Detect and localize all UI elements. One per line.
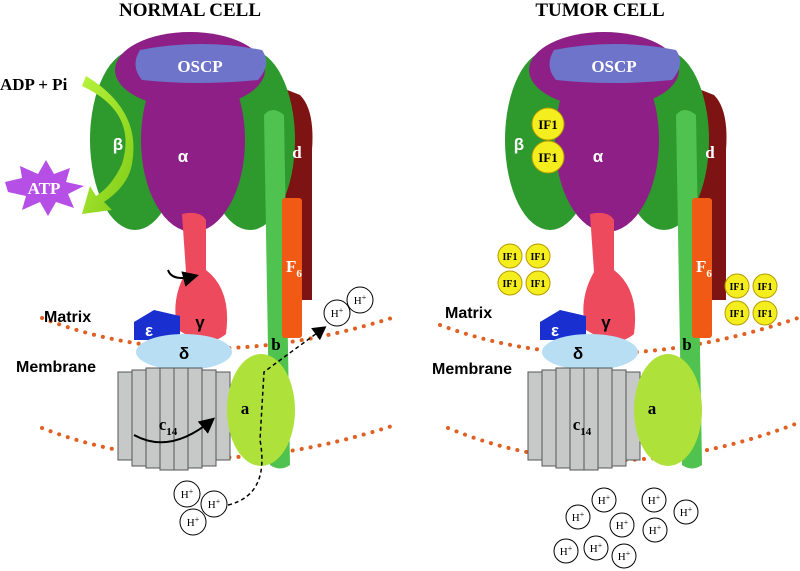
h-ion: H+: [609, 512, 635, 538]
tumor-cell-title: TUMOR CELL: [535, 0, 664, 21]
h-ion: H+: [611, 543, 637, 569]
gamma-subunit: [175, 212, 228, 342]
epsilon-subunit: [134, 310, 180, 340]
delta-subunit: [136, 334, 232, 370]
svg-text:IF1: IF1: [538, 117, 558, 132]
delta-label: δ: [179, 344, 189, 363]
h-ion: H+: [565, 504, 591, 530]
atp-label: ATP: [28, 179, 61, 198]
oscp-subunit: [135, 44, 267, 83]
svg-text:H+: H+: [181, 487, 194, 501]
svg-text:H+: H+: [572, 510, 585, 524]
epsilon-label: ε: [145, 321, 153, 340]
normal-cell-title: NORMAL CELL: [119, 0, 261, 21]
alpha-subunit: [141, 48, 245, 232]
h-ion: H+: [179, 508, 207, 536]
epsilon-subunit: [540, 310, 586, 340]
c14-label: c14: [159, 415, 178, 438]
gamma-label: γ: [601, 313, 611, 332]
alpha-subunit: [555, 48, 659, 232]
c14-label: c14: [573, 415, 592, 438]
adp-pi-label: ADP + Pi: [0, 75, 68, 94]
epsilon-label: ε: [551, 321, 559, 340]
delta-label: δ: [573, 344, 583, 363]
d-label: d: [292, 143, 302, 162]
if1-bound: IF1: [531, 107, 565, 141]
oscp-subunit: [549, 44, 681, 83]
svg-text:H+: H+: [648, 493, 661, 507]
svg-text:IF1: IF1: [538, 150, 558, 165]
a-label: a: [241, 399, 250, 418]
f6-label: F6: [696, 257, 712, 280]
if1-tetramer-left: IF1 IF1 IF1 IF1: [497, 243, 551, 296]
svg-text:H+: H+: [618, 549, 631, 563]
normal-cell-panel: NORMAL CELL OSCP α β d F6 b γ ε: [0, 0, 400, 536]
svg-text:IF1: IF1: [730, 282, 745, 293]
matrix-label-normal: Matrix: [44, 309, 91, 326]
c14-ring: [117, 367, 231, 471]
c14-ring: [527, 367, 641, 471]
subunit-a: [634, 354, 702, 466]
d-label: d: [705, 143, 715, 162]
oscp-label: OSCP: [177, 57, 222, 76]
h-ion: H+: [200, 490, 228, 518]
beta-label: β: [514, 135, 524, 154]
svg-text:H+: H+: [598, 493, 611, 507]
tumor-cell-panel: TUMOR CELL OSCP α β d IF1 IF1 F6 b γ: [432, 0, 800, 569]
h-ion: H+: [583, 535, 609, 561]
svg-text:IF1: IF1: [531, 279, 546, 290]
h-ion: H+: [346, 286, 374, 314]
alpha-label: α: [593, 147, 604, 166]
svg-text:IF1: IF1: [531, 252, 546, 263]
h-ion: H+: [553, 538, 579, 564]
svg-text:H+: H+: [616, 518, 629, 532]
gamma-subunit: [583, 212, 636, 342]
h-ion: H+: [641, 487, 667, 513]
matrix-label-tumor: Matrix: [445, 305, 492, 322]
svg-text:H+: H+: [354, 293, 367, 307]
svg-text:IF1: IF1: [503, 279, 518, 290]
subunit-a: [227, 354, 295, 466]
svg-text:IF1: IF1: [758, 282, 773, 293]
a-label: a: [648, 399, 657, 418]
h-ion: H+: [591, 487, 617, 513]
h-ion: H+: [173, 480, 201, 508]
beta-label: β: [113, 135, 123, 154]
svg-text:H+: H+: [680, 505, 693, 519]
svg-text:H+: H+: [208, 497, 221, 511]
b-label: b: [682, 335, 691, 354]
b-label: b: [271, 335, 280, 354]
svg-text:IF1: IF1: [730, 309, 745, 320]
h-ion: H+: [673, 499, 699, 525]
alpha-label: α: [178, 147, 189, 166]
f6-label: F6: [286, 257, 302, 280]
if1-bound: IF1: [531, 140, 565, 174]
subunit-f6: [282, 198, 302, 338]
membrane-label-normal: Membrane: [16, 359, 96, 376]
c-ring-rotation-arrow-icon: [133, 417, 216, 444]
svg-text:H+: H+: [560, 544, 573, 558]
svg-text:IF1: IF1: [758, 309, 773, 320]
if1-tetramer-right: IF1 IF1 IF1 IF1: [724, 273, 778, 326]
svg-text:H+: H+: [187, 515, 200, 529]
atp-starburst-icon: [5, 160, 84, 216]
svg-text:IF1: IF1: [503, 252, 518, 263]
adp-to-atp-arrow-icon: [82, 76, 134, 214]
svg-text:H+: H+: [649, 523, 662, 537]
oscp-label: OSCP: [591, 57, 636, 76]
h-ion: H+: [642, 517, 668, 543]
delta-subunit: [542, 334, 638, 370]
membrane-label-tumor: Membrane: [432, 361, 512, 378]
proton-path-arrow-icon: [227, 326, 327, 506]
svg-text:H+: H+: [331, 306, 344, 320]
h-ion: H+: [323, 299, 351, 327]
subunit-f6: [692, 198, 712, 338]
gamma-label: γ: [195, 313, 205, 332]
svg-text:H+: H+: [590, 541, 603, 555]
rotation-arrow-icon: [167, 269, 199, 287]
